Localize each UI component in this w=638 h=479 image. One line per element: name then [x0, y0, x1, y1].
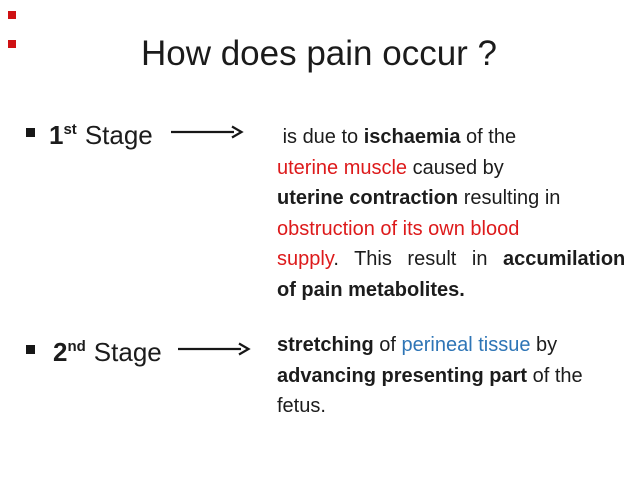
text-segment-plain: of the: [527, 364, 583, 387]
text-segment-bold: stretching: [277, 334, 374, 356]
text-segment-blue: perineal tissue: [401, 334, 531, 356]
text-segment-red: supply: [277, 248, 334, 270]
stage2-number: 2: [53, 336, 68, 367]
right-arrow-icon: [170, 125, 244, 139]
corner-red-square-icon: [8, 40, 16, 48]
corner-red-square-icon: [8, 11, 16, 19]
stage2-heading-row: 2nd Stage: [26, 331, 251, 368]
text-line: uterine contraction resulting in: [277, 183, 638, 214]
stage1-number: 1: [49, 119, 64, 150]
stage1-label: 1st Stage: [49, 114, 153, 151]
text-segment-plain: is due to: [277, 126, 364, 148]
text-segment-plain: by: [530, 334, 558, 356]
text-line: stretching of perineal tissue by: [277, 330, 638, 361]
text-segment-bold: uterine contraction: [277, 187, 459, 209]
text-line: advancing presenting part of the: [277, 361, 638, 392]
stage1-word: Stage: [84, 119, 153, 150]
right-arrow-icon: [177, 342, 251, 356]
text-segment-plain: of the: [460, 126, 517, 148]
text-segment-bold: advancing presenting part: [277, 364, 528, 387]
text-segment-plain: fetus.: [277, 395, 326, 417]
bullet-square-icon: [26, 127, 35, 137]
stage1-heading-row: 1st Stage: [26, 114, 244, 151]
text-segment-bold: of pain metabolites.: [277, 278, 465, 301]
text-line: of pain metabolites.: [277, 275, 638, 306]
text-line: is due to ischaemia of the: [277, 122, 638, 153]
text-segment-plain: caused by: [407, 156, 504, 179]
text-segment-plain: resulting in: [458, 187, 561, 209]
stage1-ordinal-superscript: st: [63, 120, 77, 138]
text-line: supply. This result in accumilation: [277, 244, 638, 275]
text-line: obstruction of its own blood: [277, 214, 638, 245]
text-segment-plain: of: [373, 334, 402, 356]
stage2-word: Stage: [93, 336, 162, 367]
bullet-square-icon: [26, 344, 35, 354]
text-segment-plain: . This result in: [333, 248, 504, 270]
stage2-label: 2nd Stage: [53, 331, 162, 368]
text-segment-bold: ischaemia: [363, 126, 461, 148]
text-line: uterine muscle caused by: [277, 153, 638, 184]
text-segment-bold: accumilation: [503, 248, 626, 270]
slide-title: How does pain occur ?: [140, 34, 498, 73]
text-segment-red: obstruction of its own blood: [277, 217, 520, 240]
stage2-ordinal-superscript: nd: [67, 337, 86, 355]
text-segment-red: uterine muscle: [277, 156, 408, 179]
text-line: fetus.: [277, 391, 638, 422]
